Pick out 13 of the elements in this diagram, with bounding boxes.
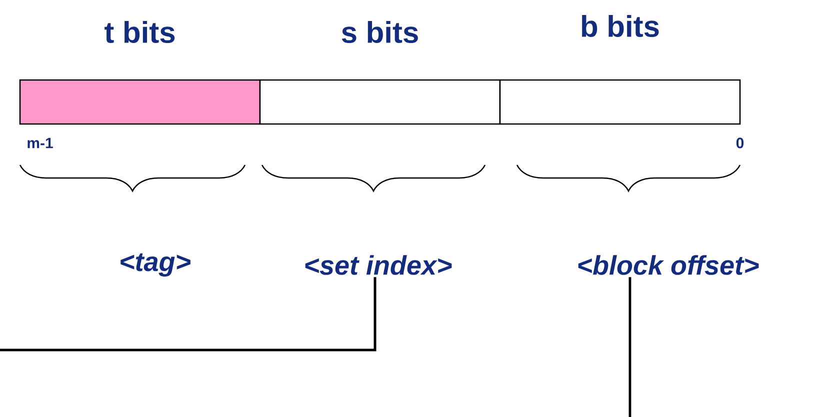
bit-position: m-1 bbox=[28, 138, 53, 148]
field-name: <block offset> bbox=[578, 255, 759, 275]
field-heading: t bits bbox=[104, 20, 175, 44]
connector-line bbox=[628, 277, 632, 417]
bit-field bbox=[19, 79, 261, 125]
bit-field bbox=[499, 79, 741, 125]
bit-field bbox=[259, 79, 501, 125]
bit-position: 0 bbox=[736, 138, 744, 148]
connector-line bbox=[0, 277, 376, 352]
field-name: <set index> bbox=[305, 255, 452, 275]
field-heading: b bits bbox=[582, 14, 659, 38]
field-name: <tag> bbox=[120, 253, 190, 277]
field-heading: s bits bbox=[342, 20, 418, 44]
